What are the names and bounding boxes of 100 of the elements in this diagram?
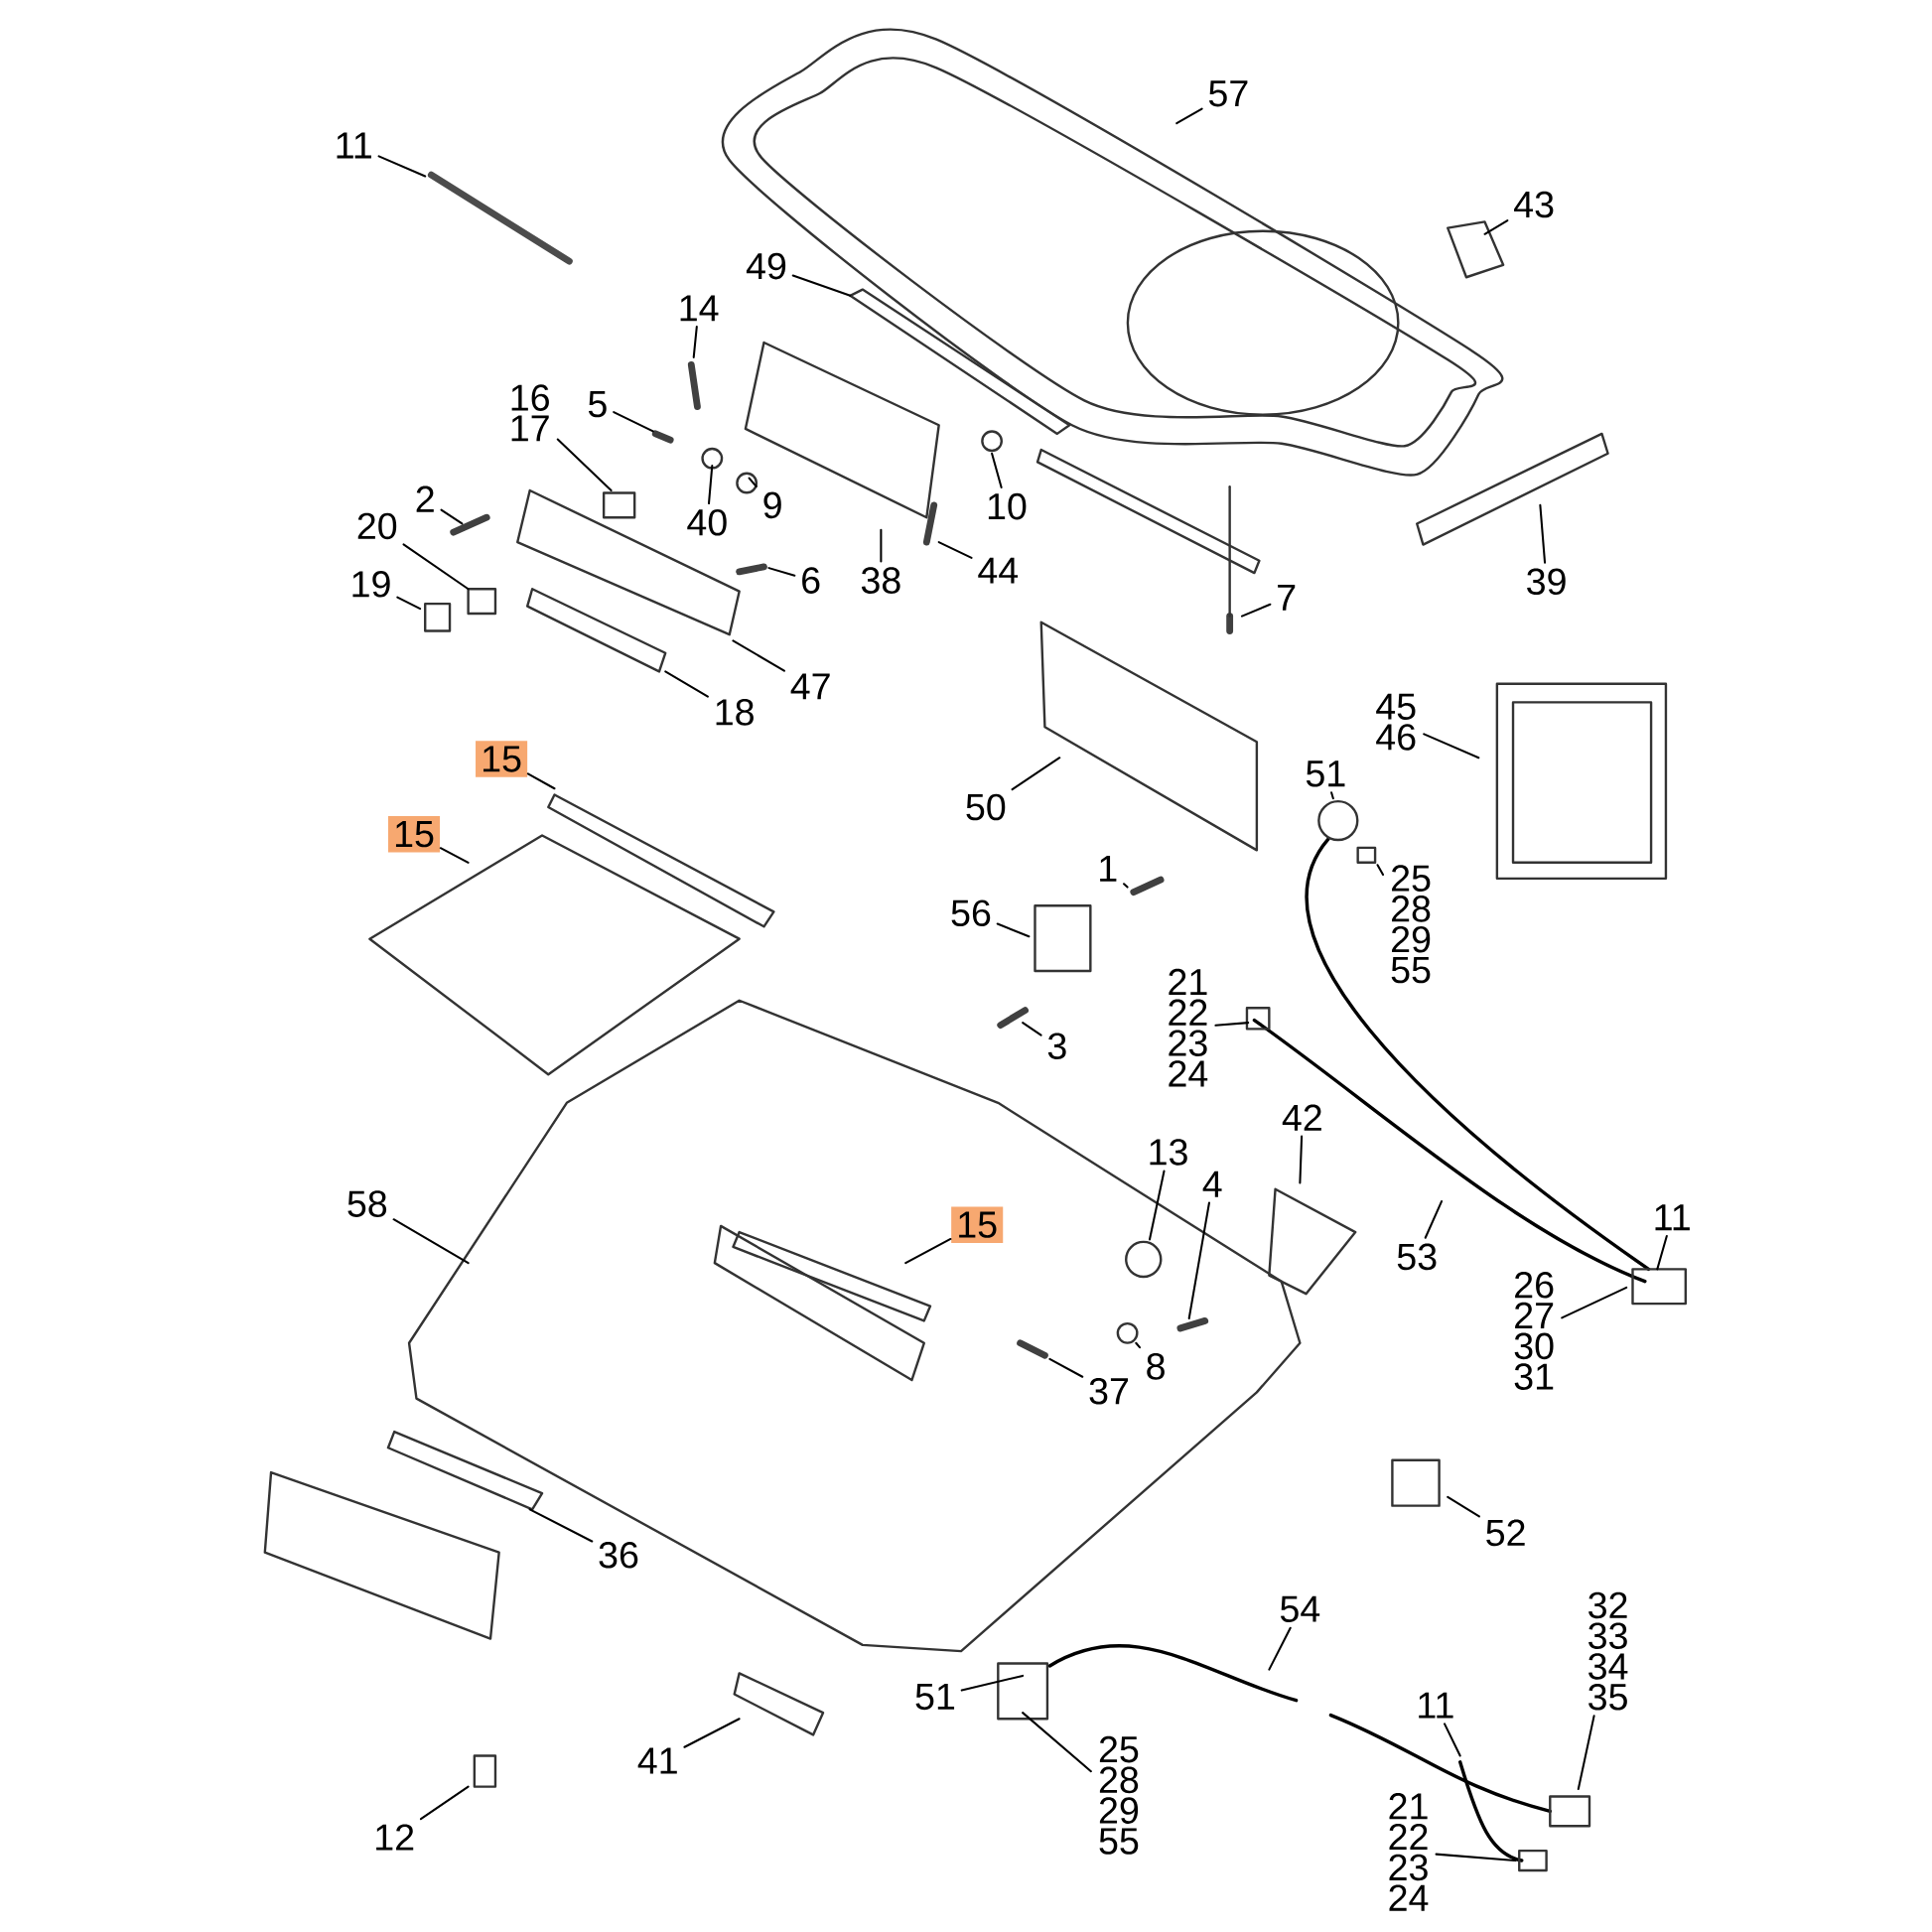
callout-number: 58 [347,1190,387,1217]
callout-number: 26 27 30 31 [1514,1272,1554,1390]
callout-number: 43 [1514,191,1554,218]
callout-number: 51 [915,1683,955,1711]
leader-line [1656,1234,1668,1271]
callout-number: 16 17 [511,384,549,442]
callout-number: 1 [1100,856,1117,882]
callout-number: 51 [1306,760,1345,787]
leader-line [1483,219,1509,235]
callout-number: 40 [687,508,727,536]
leader-line [556,438,613,492]
highlighted-callout-number: 15 [951,1206,1004,1243]
leader-line [1268,1626,1292,1671]
leader-line [1424,1200,1444,1239]
leader-line [439,847,470,864]
leader-line [1423,733,1480,759]
callout-number: 36 [599,1542,638,1569]
leader-line [1539,503,1547,564]
callout-number: 19 [352,571,390,598]
callout-number: 7 [1278,585,1296,611]
leader-line [377,155,427,178]
callout-number: 5 [588,391,607,418]
callout-number: 11 [337,132,371,159]
leader-line [1376,864,1385,877]
leader-line [1240,603,1272,618]
leader-line [1135,1341,1141,1349]
callout-number: 49 [746,252,786,280]
leader-line [1444,1723,1461,1757]
leader-line [1447,1495,1480,1518]
callout-number: 21 22 23 24 [1389,1793,1429,1911]
callout-number: 38 [861,567,900,594]
callout-number: 53 [1397,1243,1437,1271]
callout-number: 11 [1419,1692,1453,1719]
leader-line [791,274,852,297]
callout-number: 12 [376,1824,414,1851]
highlighted-callout-number: 15 [388,815,441,853]
callout-number: 20 [357,512,397,540]
leader-line [683,1718,741,1748]
leader-line [1148,1170,1166,1241]
leader-line [707,465,714,505]
callout-number: 56 [951,899,991,926]
leader-line [392,1218,470,1265]
leader-line [1214,1022,1250,1027]
leader-line [1022,1712,1092,1773]
leader-line [904,1237,952,1265]
leader-line [1561,1286,1628,1319]
callout-number: 47 [790,673,830,700]
callout-number: 50 [966,793,1006,821]
callout-number: 41 [637,1747,677,1774]
callout-number: 4 [1202,1171,1222,1197]
callout-number: 45 46 [1376,693,1416,751]
callout-number: 32 33 34 35 [1588,1591,1628,1711]
leader-line [419,1785,470,1821]
callout-number: 44 [978,557,1019,584]
highlighted-callout-number: 15 [476,741,528,777]
callout-number: 14 [680,295,719,322]
callout-number: 9 [763,491,781,519]
callout-number: 6 [802,567,820,594]
leader-line [692,326,698,358]
callout-number: 37 [1089,1377,1129,1405]
leader-line [613,411,654,433]
callout-number: 18 [716,699,754,726]
leader-line [1175,107,1203,125]
callout-number: 10 [988,492,1027,520]
leader-line [396,596,422,611]
leader-line [1577,1715,1595,1791]
leader-line [991,452,1003,488]
callout-number: 2 [416,485,434,512]
leader-line [1299,1135,1304,1184]
leader-line [440,508,464,525]
callout-number: 54 [1280,1595,1320,1622]
leader-line [732,639,785,672]
leader-line [1187,1201,1210,1319]
leader-line [960,1674,1025,1692]
leader-line [1011,757,1061,791]
leader-line [996,922,1031,938]
leader-line [767,567,796,577]
leader-line [1048,1357,1084,1378]
callout-number: 13 [1150,1139,1187,1166]
callout-number: 25 28 29 55 [1391,865,1431,984]
leader-line [1123,883,1129,889]
leader-line [526,772,556,790]
callout-number: 52 [1486,1519,1525,1547]
leader-line [748,477,758,487]
leader-line [402,543,470,591]
leader-line [1435,1853,1517,1863]
callout-number: 57 [1208,80,1248,107]
callout-number: 21 22 23 24 [1169,968,1208,1087]
callout-number: 11 [1655,1204,1690,1231]
leader-line [1022,1022,1042,1036]
leader-line [1330,791,1334,800]
leader-line [880,528,883,563]
callout-number: 42 [1282,1104,1321,1131]
leader-line [937,541,973,559]
callout-number: 25 28 29 55 [1099,1735,1139,1855]
leader-line [528,1508,594,1543]
callout-number: 3 [1047,1033,1066,1059]
leader-line [664,670,709,698]
callout-number: 39 [1527,568,1566,596]
callout-number: 8 [1147,1353,1165,1380]
